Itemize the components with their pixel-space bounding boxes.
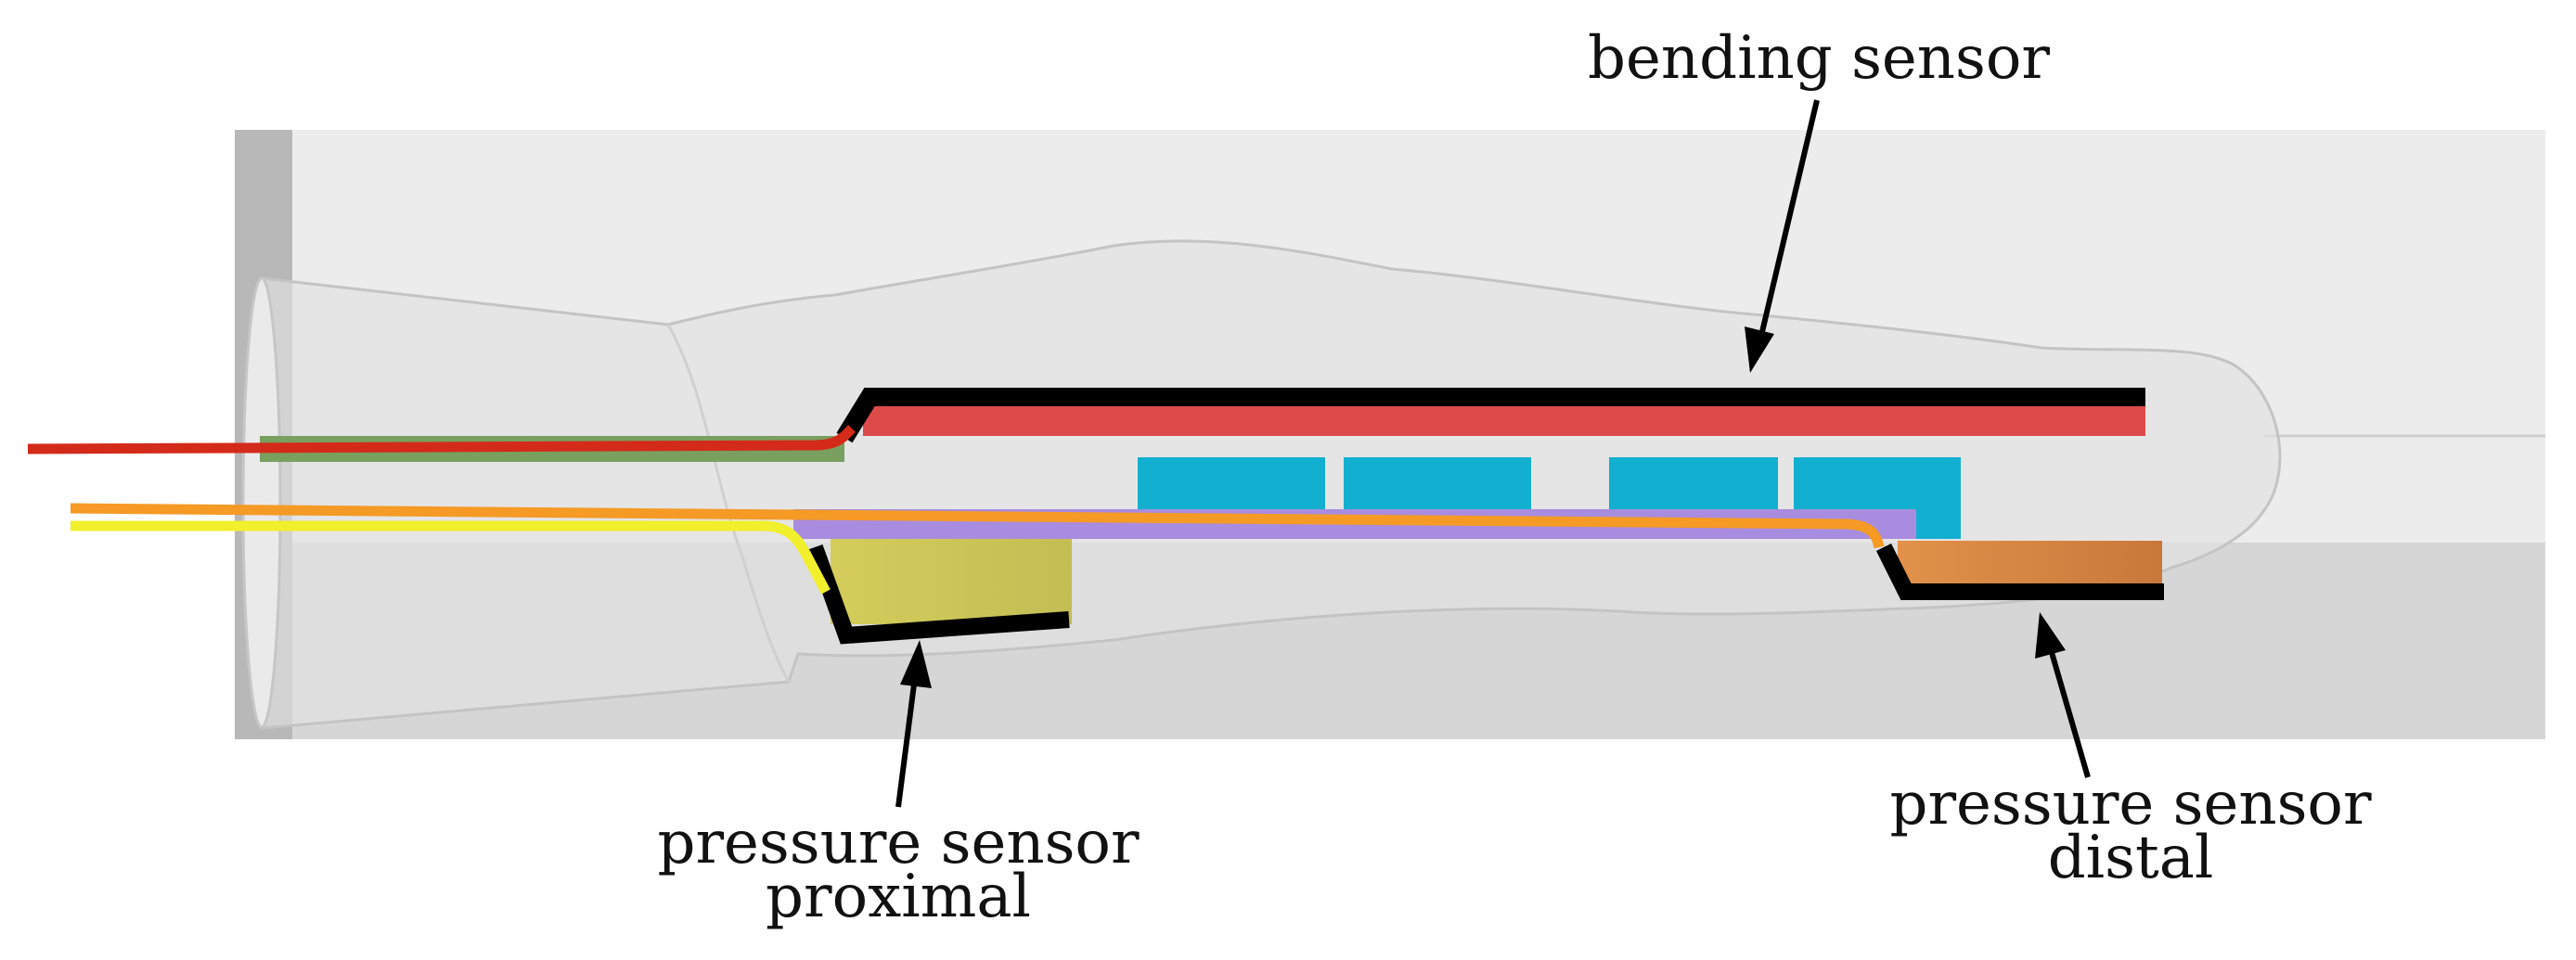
distal-arrow-line	[2048, 648, 2091, 778]
pressure-proximal-label-line2: proximal	[766, 863, 1031, 931]
yellow-wire	[71, 520, 831, 595]
bending-sensor-layer	[863, 404, 2145, 436]
pressure-distal-label-line1: pressure sensor	[1889, 770, 2371, 838]
proximal-arrowhead	[900, 640, 932, 688]
blue-block-3	[1609, 457, 1778, 509]
blue-block-1	[1138, 457, 1325, 509]
proximal-pressure-pad	[831, 539, 1072, 624]
callout-arrows	[895, 99, 2091, 808]
bending-sensor-label: bending sensor	[1588, 24, 2050, 93]
bending-sensor-black-strip	[836, 388, 2145, 443]
proximal-pressure-black-strip	[806, 544, 1070, 645]
orange-wire	[70, 503, 1885, 549]
distal-pressure-black-strip	[1875, 543, 2164, 600]
blue-block-2	[1344, 457, 1531, 509]
pressure-proximal-label-line1: pressure sensor	[657, 809, 1139, 877]
pressure-distal-label-line2: distal	[2048, 824, 2214, 892]
distal-pressure-pad	[1898, 541, 2162, 589]
bending-sensor-arrow-line	[1758, 99, 1820, 337]
distal-arrowhead	[2035, 612, 2066, 659]
proximal-arrow-line	[895, 676, 918, 808]
red-wire	[27, 425, 856, 454]
finger-base-ellipse	[241, 276, 282, 729]
bending-sensor-arrowhead	[1745, 326, 1774, 373]
finger-joint-line	[666, 324, 791, 683]
